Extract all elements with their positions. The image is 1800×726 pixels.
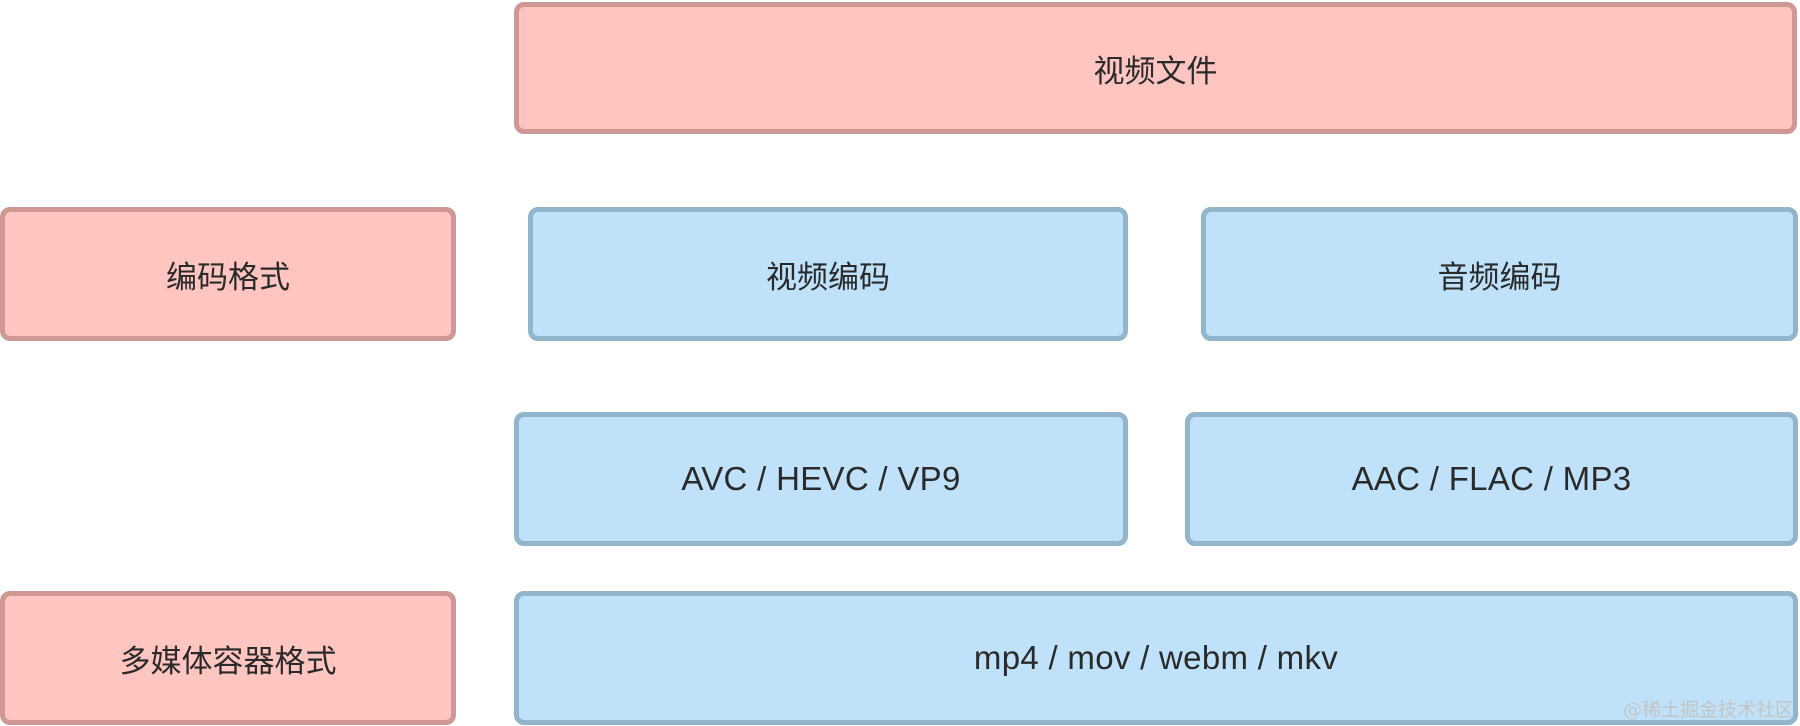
video-file-box: 视频文件 [514,2,1797,134]
audio-encoding-box: 音频编码 [1201,207,1798,341]
audio-codecs-box: AAC / FLAC / MP3 [1185,412,1798,546]
container-format-box: 多媒体容器格式 [0,591,456,725]
container-format-label: 多媒体容器格式 [119,643,337,680]
encoding-format-label: 编码格式 [166,259,290,296]
video-encoding-box: 视频编码 [528,207,1128,341]
encoding-format-box: 编码格式 [0,207,456,341]
video-codecs-label: AVC / HEVC / VP9 [681,460,961,497]
video-codecs-box: AVC / HEVC / VP9 [514,412,1128,546]
audio-codecs-label: AAC / FLAC / MP3 [1351,460,1632,497]
video-encoding-label: 视频编码 [766,259,890,296]
container-types-box: mp4 / mov / webm / mkv [514,591,1798,725]
container-types-label: mp4 / mov / webm / mkv [973,639,1339,676]
audio-encoding-label: 音频编码 [1437,259,1562,296]
watermark: @稀土掘金技术社区 [1622,699,1794,721]
video-file-label: 视频文件 [1093,53,1218,90]
